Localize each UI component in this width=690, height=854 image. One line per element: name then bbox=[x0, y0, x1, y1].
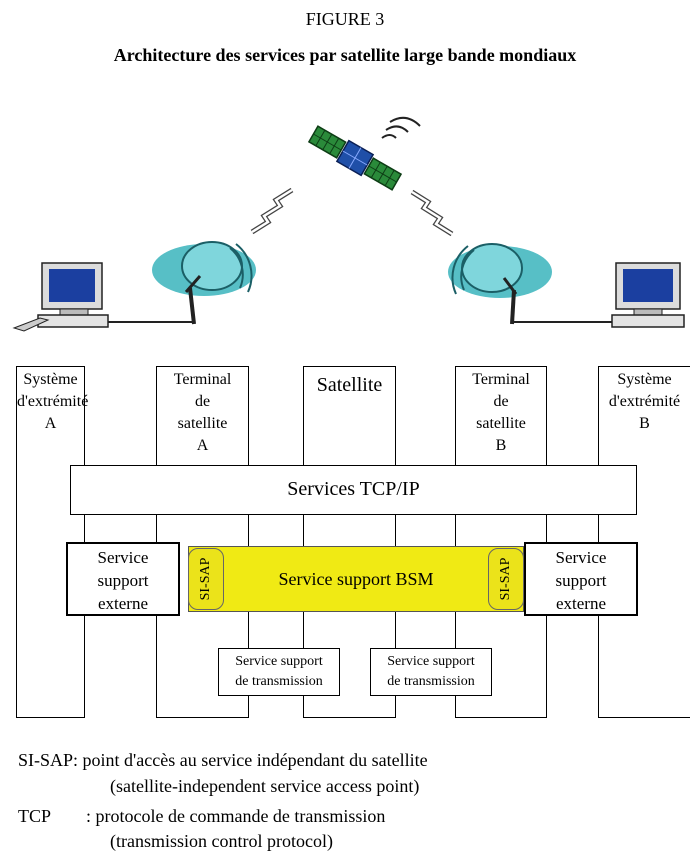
network-illustration bbox=[12, 116, 685, 332]
transmission-support-box-a: Service support de transmission bbox=[218, 648, 340, 696]
legend-si-sap-english: (satellite-independent service access po… bbox=[110, 776, 420, 796]
si-sap-right: SI-SAP bbox=[488, 548, 524, 610]
external-support-line: externe bbox=[555, 594, 607, 613]
tcp-ip-services-box: Services TCP/IP bbox=[70, 465, 637, 515]
legend-definition: : protocole de commande de transmission bbox=[86, 806, 386, 826]
column-label-line: d'extrémité bbox=[17, 393, 89, 410]
external-support-box-b: Service support externe bbox=[524, 542, 638, 616]
column-label-line: B bbox=[639, 415, 650, 432]
satellite-signal-icon bbox=[381, 116, 421, 139]
transmission-support-line: Service support bbox=[235, 654, 323, 669]
figure-label: FIGURE 3 bbox=[305, 9, 385, 29]
figure-title: Architecture des services par satellite … bbox=[113, 45, 577, 65]
transmission-support-box-b: Service support de transmission bbox=[370, 648, 492, 696]
column-label-line: d'extrémité bbox=[608, 393, 681, 410]
column-label-line: B bbox=[495, 437, 507, 454]
si-sap-label: SI-SAP bbox=[498, 557, 513, 601]
legend-term: SI-SAP: bbox=[18, 750, 79, 770]
external-support-box-a: Service support externe bbox=[66, 542, 180, 616]
satellite-icon bbox=[307, 125, 403, 191]
transmission-support-line: Service support bbox=[387, 654, 475, 669]
computer-icon bbox=[512, 262, 685, 328]
column-end-system-a: Système d'extrémité A bbox=[16, 366, 89, 718]
column-label-line: satellite bbox=[476, 415, 526, 432]
transmission-support-line: de transmission bbox=[387, 674, 475, 689]
external-support-line: externe bbox=[97, 594, 149, 613]
column-label-line: satellite bbox=[177, 415, 228, 432]
legend-tcp: TCP : protocole de commande de transmissi… bbox=[18, 804, 385, 828]
column-label-line: de bbox=[194, 393, 211, 410]
column-label-line: A bbox=[196, 437, 209, 454]
si-sap-left: SI-SAP bbox=[188, 548, 224, 610]
legend-si-sap: SI-SAP: point d'accès au service indépen… bbox=[18, 748, 428, 772]
legend-definition: point d'accès au service indépendant du … bbox=[82, 750, 428, 770]
dish-antenna-icon bbox=[152, 241, 256, 325]
column-label-line: Terminal bbox=[173, 371, 232, 388]
legend-tcp-english: (transmission control protocol) bbox=[110, 831, 333, 851]
dish-antenna-icon bbox=[448, 243, 552, 325]
bsm-support-box: Service support BSM bbox=[188, 546, 524, 612]
column-label-line: Système bbox=[23, 371, 78, 388]
computer-icon bbox=[12, 262, 192, 332]
external-support-line: Service bbox=[555, 548, 607, 567]
external-support-line: support bbox=[555, 571, 607, 590]
external-support-line: support bbox=[97, 571, 149, 590]
column-label-line: de bbox=[493, 393, 509, 410]
legend-term: TCP bbox=[18, 806, 52, 826]
column-label-line: A bbox=[44, 415, 57, 432]
si-sap-label: SI-SAP bbox=[198, 557, 213, 601]
transmission-support-line: de transmission bbox=[235, 674, 323, 689]
column-label-line: Système bbox=[617, 371, 672, 388]
column-label-line: Terminal bbox=[472, 371, 530, 388]
column-label-line: Satellite bbox=[316, 374, 383, 396]
external-support-line: Service bbox=[97, 548, 149, 567]
